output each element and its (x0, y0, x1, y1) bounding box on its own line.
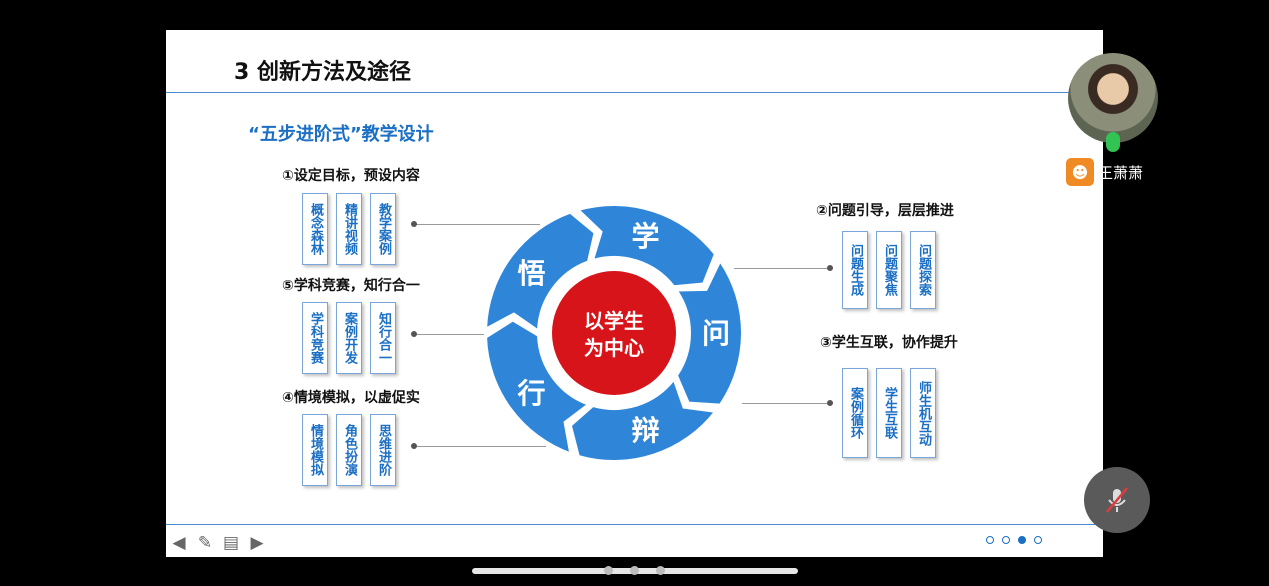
pager-dot[interactable] (1018, 536, 1026, 544)
connector-dot (411, 221, 417, 227)
cycle-segment (576, 204, 717, 288)
item-box: 师生机互动 (910, 368, 936, 458)
pager-dot[interactable] (986, 536, 994, 544)
connector-dot (411, 331, 417, 337)
group-heading-2: ②问题引导，层层推进 (816, 203, 954, 219)
item-box: 问题探索 (910, 231, 936, 309)
group-1-items: 概念森林 精讲视频 教学案例 (302, 193, 396, 265)
cycle-label: 学 (632, 220, 660, 253)
handle-dot (630, 566, 639, 575)
connector-line (414, 224, 540, 225)
group-heading-1: ①设定目标，预设内容 (282, 168, 420, 184)
connector-line (742, 403, 831, 404)
pager-dot[interactable] (1034, 536, 1042, 544)
connector-line (414, 334, 484, 335)
participant-tag: ☻ 王萧萧 (1066, 158, 1143, 186)
cycle-segment (675, 259, 743, 406)
connector-dot (827, 265, 833, 271)
slide: 3 创新方法及途径 “五步进阶式”教学设计 ①设定目标，预设内容 概念森林 精讲… (166, 30, 1103, 557)
item-box: 情境模拟 (302, 414, 328, 486)
item-box: 精讲视频 (336, 193, 362, 265)
item-box: 学生互联 (876, 368, 902, 458)
slide-pager (986, 536, 1042, 544)
connector-line (734, 268, 831, 269)
participant-name: 王萧萧 (1098, 163, 1144, 182)
connector-line (414, 446, 546, 447)
group-2-items: 问题生成 问题聚焦 问题探索 (842, 231, 936, 309)
item-box: 角色扮演 (336, 414, 362, 486)
user-icon: ☻ (1066, 158, 1094, 186)
slide-nav: ◀ ✎ ▤ ▶ (170, 533, 266, 553)
pen-icon[interactable]: ✎ (197, 533, 213, 553)
handle-dot (656, 566, 665, 575)
connector-dot (827, 400, 833, 406)
microphone-icon (1106, 132, 1120, 152)
item-box: 问题生成 (842, 231, 868, 309)
item-box: 案例循环 (842, 368, 868, 458)
group-5-items: 学科竞赛 案例开发 知行合一 (302, 302, 396, 374)
item-box: 学科竞赛 (302, 302, 328, 374)
pager-dot[interactable] (1002, 536, 1010, 544)
item-box: 教学案例 (370, 193, 396, 265)
cycle-label: 悟 (517, 257, 545, 290)
cycle-diagram: 以学生 为中心 学问辩 行 悟 (485, 204, 743, 462)
participant-video[interactable] (1068, 53, 1158, 143)
mic-muted-icon (1106, 487, 1128, 513)
item-box: 问题聚焦 (876, 231, 902, 309)
footer-divider (166, 524, 1103, 525)
cycle-label: 辩 (632, 414, 660, 447)
title-divider (166, 92, 1103, 93)
group-4-items: 情境模拟 角色扮演 思维进阶 (302, 414, 396, 486)
group-heading-4: ④情境模拟，以虚促实 (282, 390, 420, 406)
connector-dot (411, 443, 417, 449)
cycle-segment (569, 377, 717, 462)
item-box: 思维进阶 (370, 414, 396, 486)
center-circle (552, 271, 676, 395)
slide-title: 3 创新方法及途径 (234, 60, 411, 85)
item-box: 案例开发 (336, 302, 362, 374)
center-label-line-1: 以学生 (584, 309, 644, 333)
cycle-segment (485, 319, 591, 455)
cycle-segment (485, 211, 596, 333)
item-box: 概念森林 (302, 193, 328, 265)
item-box: 知行合一 (370, 302, 396, 374)
group-3-items: 案例循环 学生互联 师生机互动 (842, 368, 936, 458)
cycle-label: 问 (702, 317, 730, 350)
cycle-label: 行 (516, 377, 545, 410)
group-heading-3: ③学生互联，协作提升 (820, 335, 958, 351)
arrow-left-icon[interactable]: ◀ (172, 533, 186, 553)
group-heading-5: ⑤学科竞赛，知行合一 (282, 278, 420, 294)
menu-icon[interactable]: ▤ (222, 533, 240, 553)
handle-dot (604, 566, 613, 575)
center-label-line-2: 为中心 (584, 336, 644, 360)
slide-subtitle: “五步进阶式”教学设计 (248, 124, 434, 145)
mute-button[interactable] (1084, 467, 1150, 533)
arrow-right-icon[interactable]: ▶ (250, 533, 264, 553)
